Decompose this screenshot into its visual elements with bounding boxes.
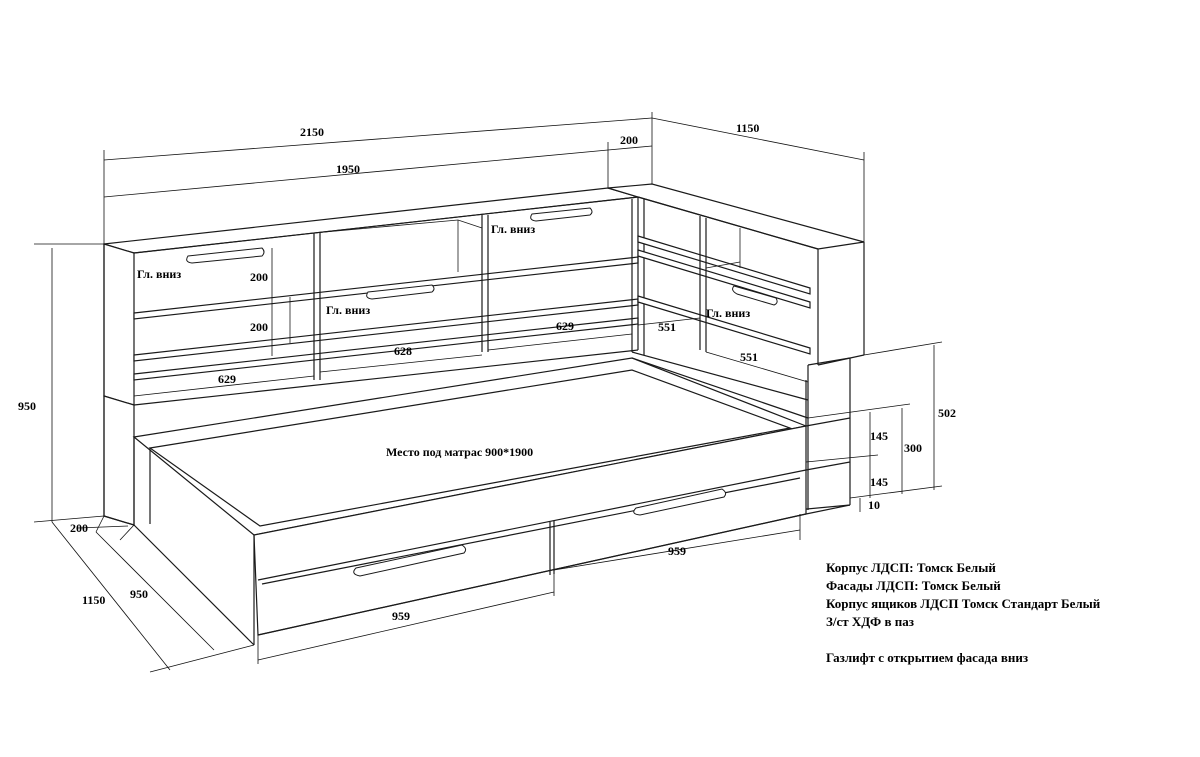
handle-1 [186,247,265,264]
drawer-handle-1 [353,544,467,577]
back-shelving-unit [103,187,639,406]
handle-3 [530,207,593,222]
dim-300: 300 [904,441,922,455]
dim-145-top: 145 [870,429,888,443]
dim-950-height: 950 [18,399,36,413]
dim-1150-top: 1150 [736,121,759,135]
dimension-lines [33,112,943,673]
label-door-down-4: Гл. вниз [706,306,750,320]
dim-959-back: 959 [668,544,686,558]
note-spacer [826,631,1186,649]
dim-959-front: 959 [392,609,410,623]
annotation-labels: Гл. вниз Гл. вниз Гл. вниз Гл. вниз Мест… [137,222,750,459]
label-door-down-3: Гл. вниз [491,222,535,236]
handle-4 [732,285,778,306]
dim-628: 628 [394,344,412,358]
handle-2 [366,284,435,300]
note-gaslift: Газлифт с открытием фасада вниз [826,650,1029,665]
dim-551-a: 551 [658,320,676,334]
label-mattress: Место под матрас 900*1900 [386,445,533,459]
dim-629-right: 629 [556,319,574,333]
material-notes: Корпус ЛДСП: Томск Белый Фасады ЛДСП: То… [826,559,1186,667]
label-door-down-2: Гл. вниз [326,303,370,317]
dim-200-top: 200 [620,133,638,147]
note-facade-material: Фасады ЛДСП: Томск Белый [826,578,1001,593]
note-drawer-material: Корпус ящиков ЛДСП Томск Стандарт Белый [826,596,1101,611]
drawer-handle-2 [633,488,727,516]
dim-2150: 2150 [300,125,324,139]
dim-shelf-200-a: 200 [250,270,268,284]
bed-frame [103,244,851,646]
label-door-down-1: Гл. вниз [137,267,181,281]
side-shelving-unit [607,183,865,511]
dim-1950: 1950 [336,162,360,176]
dim-629-left: 629 [218,372,236,386]
note-body-material: Корпус ЛДСП: Томск Белый [826,560,996,575]
dim-950-left: 950 [130,587,148,601]
note-back-panel: З/ст ХДФ в паз [826,614,914,629]
dim-200-left: 200 [70,521,88,535]
dim-145-bottom: 145 [870,475,888,489]
dimension-labels: 2150 1950 200 1150 950 200 950 1150 200 … [18,121,956,623]
dim-1150-left: 1150 [82,593,105,607]
dim-shelf-200-b: 200 [250,320,268,334]
dim-502: 502 [938,406,956,420]
dim-10: 10 [868,498,880,512]
dim-551-b: 551 [740,350,758,364]
